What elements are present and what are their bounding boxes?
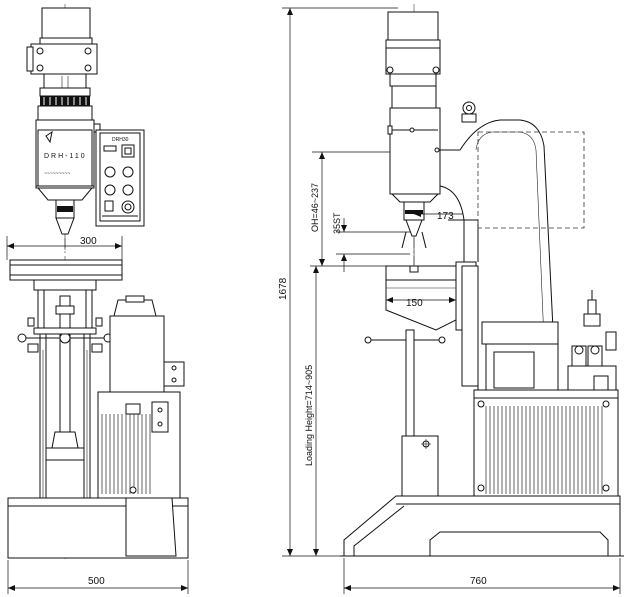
loading-height-label: Loading Height=714~905 <box>304 365 314 466</box>
front-tank <box>97 391 181 499</box>
side-tank <box>473 389 619 497</box>
dim-stroke: 35ST <box>332 212 410 272</box>
dim-173-label: 173 <box>437 211 454 222</box>
side-valves <box>567 290 617 391</box>
oh-label: OH=46~237 <box>310 183 320 232</box>
front-motor <box>26 7 98 106</box>
front-pump-motor <box>109 295 185 393</box>
tank-fins <box>485 406 603 494</box>
tank-fins <box>101 414 151 494</box>
side-view: 1678 Loading Height=714~905 OH=46~237 35… <box>278 4 624 594</box>
control-panel: DRH30 <box>95 129 145 227</box>
dim-width: 500 <box>7 560 189 594</box>
front-base <box>7 497 189 559</box>
front-table <box>9 259 123 291</box>
model-label: DRH-110 <box>44 153 87 160</box>
side-head <box>387 107 441 270</box>
dim-table-reach: 300 <box>6 236 123 260</box>
front-view: DRH-110 ~~~~~~~~~ DRH30 <box>6 4 189 594</box>
front-column <box>17 289 113 500</box>
side-base <box>340 495 624 557</box>
dim-150-label: 150 <box>406 298 423 309</box>
side-stand <box>401 435 439 497</box>
dim-760-label: 760 <box>470 576 487 587</box>
front-coupling <box>37 87 93 121</box>
dim-oh: OH=46~237 <box>310 151 390 266</box>
stroke-label: 35ST <box>332 212 342 234</box>
dim-500-label: 500 <box>88 576 105 587</box>
brand-mark: ~~~~~~~~~ <box>44 171 70 177</box>
dim-overall-height: 1678 <box>278 7 398 557</box>
side-motor <box>385 11 441 109</box>
side-handle <box>364 329 446 441</box>
panel-title: DRH30 <box>112 137 129 143</box>
dim-depth: 760 <box>343 558 621 594</box>
front-head: DRH-110 ~~~~~~~~~ <box>35 119 101 250</box>
dim-1678-label: 1678 <box>278 277 289 300</box>
dim-300-label: 300 <box>80 236 97 247</box>
